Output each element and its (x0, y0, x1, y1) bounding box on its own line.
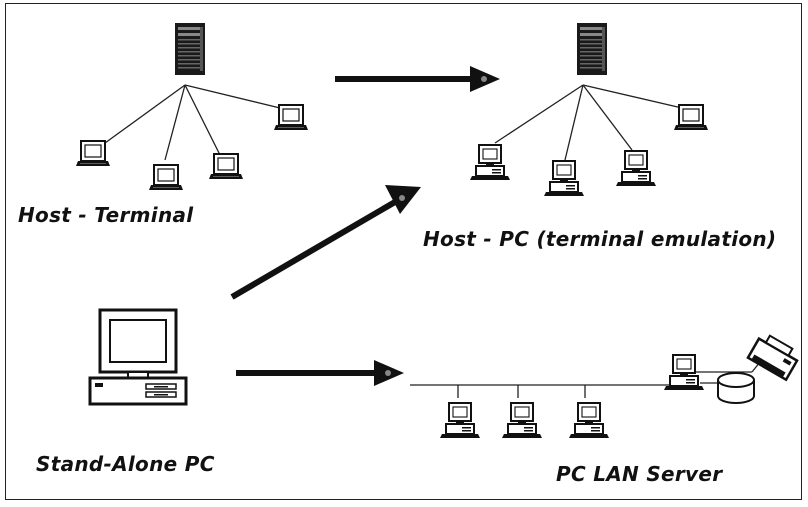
terminal-icon (75, 140, 111, 167)
pc-icon (568, 402, 610, 439)
printer-icon (746, 334, 799, 382)
label-host-pc: Host - PC (terminal emulation) (423, 227, 777, 251)
host-server-icon (175, 23, 205, 75)
network-cables (494, 84, 683, 161)
standalone-pc-icon (88, 308, 188, 406)
terminal-icon (148, 164, 184, 191)
terminal-icon (273, 104, 309, 131)
terminal-icon (673, 104, 709, 131)
arrow-right-top (335, 66, 500, 92)
arrow-diagonal (230, 185, 421, 300)
lan-bus (410, 361, 761, 398)
host-pc-network (469, 23, 709, 197)
disk-storage-icon (717, 372, 755, 404)
pc-icon (615, 150, 657, 187)
pc-icon (543, 160, 585, 197)
diagram-frame (5, 3, 802, 500)
label-standalone-pc: Stand-Alone PC (36, 452, 215, 476)
network-cables (104, 84, 281, 161)
pc-icon (439, 402, 481, 439)
arrow-right-bottom (236, 360, 404, 386)
terminal-icon (208, 153, 244, 180)
label-pc-lan-server: PC LAN Server (556, 462, 723, 486)
pc-icon (469, 144, 511, 181)
host-server-icon (577, 23, 607, 75)
pc-icon (501, 402, 543, 439)
host-terminal-network (75, 23, 309, 191)
pc-lan-network (410, 334, 799, 439)
label-host-terminal: Host - Terminal (18, 203, 194, 227)
transition-arrows (230, 66, 500, 386)
